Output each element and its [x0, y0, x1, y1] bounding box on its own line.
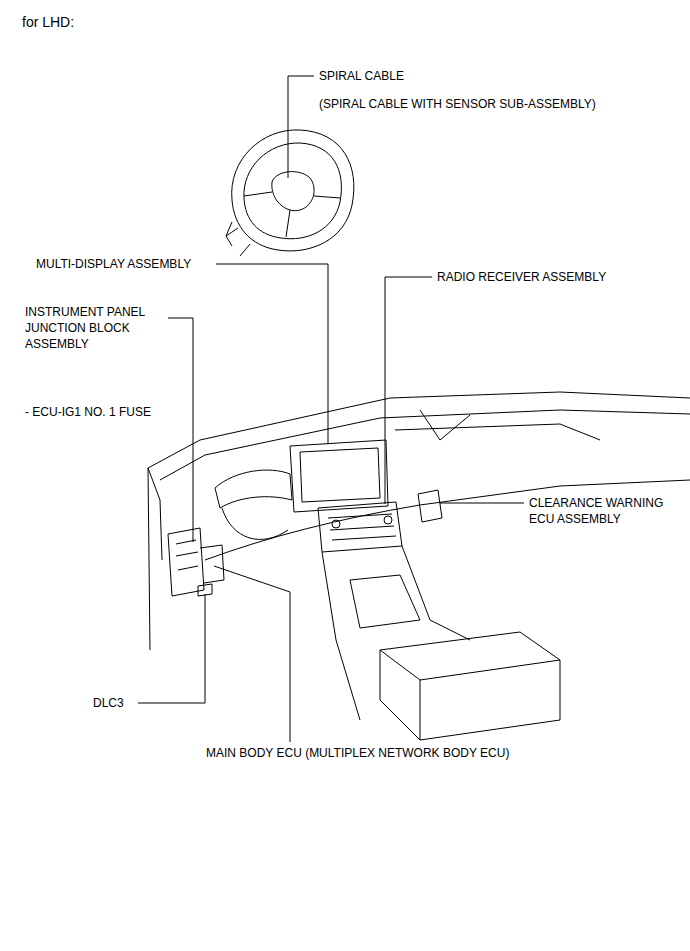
leader-line	[168, 318, 193, 542]
windshield-base	[148, 392, 690, 468]
multi-display	[290, 440, 388, 512]
steering-opening	[222, 508, 288, 539]
steering-wheel	[226, 130, 354, 256]
diagram-title: for LHD:	[22, 13, 74, 31]
leader-line	[216, 264, 328, 444]
shift-area	[350, 575, 420, 628]
steering-column	[226, 222, 250, 256]
dash-top	[160, 410, 690, 480]
part-label: MAIN BODY ECU (MULTIPLEX NETWORK BODY EC…	[205, 745, 510, 761]
part-label: CLEARANCE WARNING ECU ASSEMBLY	[528, 495, 670, 527]
leader-line	[288, 76, 314, 178]
leader-line	[214, 566, 290, 742]
part-label: MULTI-DISPLAY ASSEMBLY	[35, 256, 192, 272]
leader-line	[440, 503, 524, 504]
wheel-rim-inner	[244, 143, 342, 239]
part-label: SPIRAL CABLE	[318, 68, 405, 84]
armrest-box	[380, 632, 560, 740]
left-door	[148, 468, 162, 650]
main-body-ecu	[200, 545, 224, 583]
center-console	[322, 546, 560, 740]
dash-vent-line	[395, 410, 600, 440]
part-label: INSTRUMENT PANEL JUNCTION BLOCK ASSEMBLY	[24, 304, 166, 352]
cluster-hood	[215, 470, 292, 508]
junction-block-detail	[176, 540, 198, 570]
radio-body	[318, 502, 402, 552]
radio-buttons	[328, 514, 396, 540]
part-label: (SPIRAL CABLE WITH SENSOR SUB-ASSEMBLY)	[318, 96, 597, 112]
display-screen	[300, 448, 380, 502]
wheel-hub	[272, 172, 314, 211]
leader-line	[138, 594, 205, 703]
part-label: DLC3	[92, 695, 125, 711]
radio-knob	[384, 516, 392, 524]
dash-lower	[205, 480, 690, 560]
leader-line	[385, 277, 432, 504]
display-housing	[290, 440, 388, 512]
instrument-panel	[148, 392, 690, 650]
leader-lines	[138, 76, 524, 742]
wheel-spokes	[244, 192, 340, 237]
part-label: RADIO RECEIVER ASSEMBLY	[436, 269, 607, 285]
radio-receiver	[318, 502, 402, 552]
junction-block	[168, 528, 224, 596]
part-label: - ECU-IG1 NO. 1 FUSE	[24, 404, 152, 420]
wheel-rim	[232, 130, 354, 251]
console-sides	[322, 546, 470, 720]
clearance-warning-ecu	[418, 490, 442, 522]
radio-knob	[332, 520, 340, 528]
